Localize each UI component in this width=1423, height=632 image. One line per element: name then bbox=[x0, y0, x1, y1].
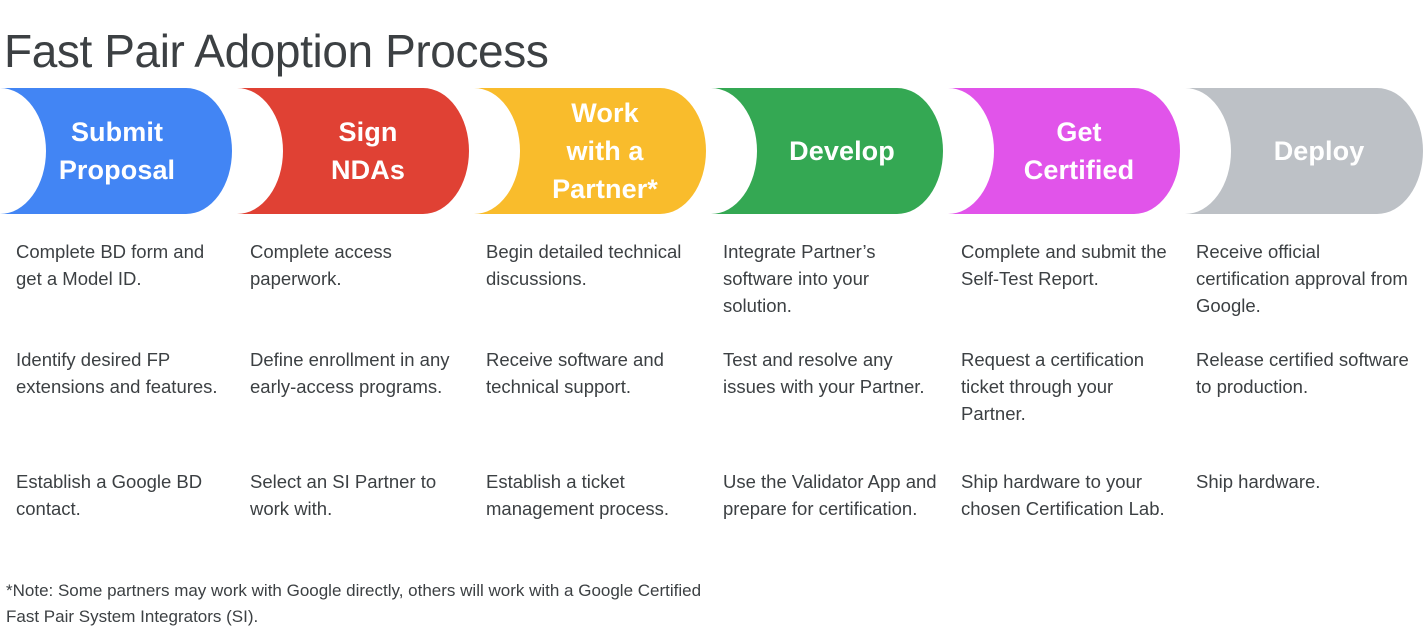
detail-item: Complete BD form and get a Model ID. bbox=[16, 241, 205, 290]
detail-item: Integrate Partner’s software into your s… bbox=[723, 241, 876, 317]
detail-item: Identify desired FP extensions and featu… bbox=[16, 349, 218, 398]
stage-banner-submit-proposal[interactable]: Submit Proposal bbox=[0, 88, 232, 214]
detail-item: Ship hardware to your chosen Certificati… bbox=[961, 471, 1165, 520]
stage-label: Sign NDAs bbox=[331, 116, 405, 185]
stage-label: Work with a Partner* bbox=[552, 97, 658, 205]
stage-label: Deploy bbox=[1273, 135, 1365, 166]
detail-item: Test and resolve any issues with your Pa… bbox=[723, 349, 925, 398]
detail-item: Establish a Google BD contact. bbox=[16, 471, 203, 520]
stage-banner-shape bbox=[474, 88, 706, 214]
detail-item: Complete and submit the Self-Test Report… bbox=[961, 241, 1167, 290]
stage-banner-shape bbox=[237, 88, 469, 214]
detail-item: Release certified software to production… bbox=[1196, 349, 1409, 398]
stage-banner-shape bbox=[0, 88, 232, 214]
detail-item: Use the Validator App and prepare for ce… bbox=[723, 471, 937, 520]
stage-label: Submit Proposal bbox=[58, 116, 176, 185]
detail-item: Request a certification ticket through y… bbox=[961, 349, 1145, 425]
detail-item: Establish a ticket management process. bbox=[486, 471, 670, 520]
stage-banner-shape bbox=[711, 88, 943, 214]
stage-label: Develop bbox=[789, 135, 895, 166]
detail-item: Define enrollment in any early-access pr… bbox=[250, 349, 450, 398]
process-stage-row: Submit Proposal Sign NDAs Work with a Pa… bbox=[0, 88, 1423, 214]
detail-item: Begin detailed technical discussions. bbox=[486, 241, 682, 290]
detail-item: Receive software and technical support. bbox=[486, 349, 664, 398]
detail-item: Receive official certification approval … bbox=[1196, 241, 1408, 317]
stage-banner-shape bbox=[1185, 88, 1423, 214]
stage-banner-develop[interactable]: Develop bbox=[711, 88, 943, 214]
page-title: Fast Pair Adoption Process bbox=[4, 24, 549, 77]
stage-banner-get-certified[interactable]: Get Certified bbox=[948, 88, 1180, 214]
stage-banner-deploy[interactable]: Deploy bbox=[1185, 88, 1423, 214]
stage-label: Get Certified bbox=[1023, 116, 1135, 185]
stage-banner-work-with-a-partner[interactable]: Work with a Partner* bbox=[474, 88, 706, 214]
stage-banner-sign-ndas[interactable]: Sign NDAs bbox=[237, 88, 469, 214]
detail-item: Ship hardware. bbox=[1196, 471, 1321, 492]
stage-banner-shape bbox=[948, 88, 1180, 214]
footnote-note: *Note: Some partners may work with Googl… bbox=[6, 581, 702, 626]
detail-item: Select an SI Partner to work with. bbox=[250, 471, 437, 520]
detail-item: Complete access paperwork. bbox=[250, 241, 392, 290]
